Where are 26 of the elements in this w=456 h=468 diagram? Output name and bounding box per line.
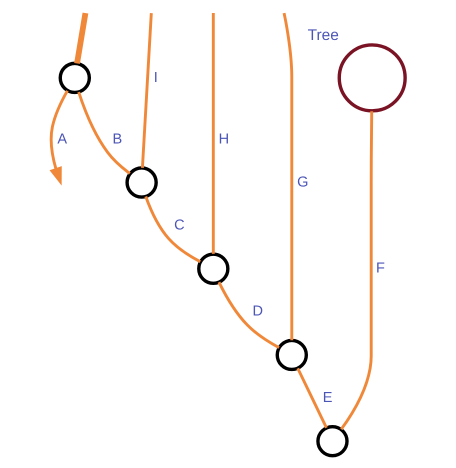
edge-label: F <box>376 260 385 277</box>
connector <box>144 196 201 263</box>
edge-label: D <box>252 304 264 320</box>
edge-label: I <box>154 70 158 86</box>
node-circle <box>197 252 230 285</box>
node-label: Tree <box>308 26 339 44</box>
node-circle <box>58 62 92 94</box>
connector <box>140 13 153 168</box>
connector <box>77 92 131 175</box>
node-circle <box>125 166 158 199</box>
edge-label: H <box>218 131 230 148</box>
connector <box>282 12 294 340</box>
connector <box>340 111 374 430</box>
node-circle <box>338 43 407 113</box>
connector <box>212 13 215 254</box>
node-circle <box>276 338 308 372</box>
arrow <box>50 90 69 186</box>
edge-label: E <box>322 390 332 406</box>
edge-label: G <box>297 174 308 190</box>
edge-label: B <box>112 131 122 148</box>
connector <box>296 368 328 428</box>
connector <box>218 282 280 349</box>
edge-label: A <box>57 131 68 148</box>
node-circle <box>316 424 349 458</box>
edge-label: C <box>174 218 185 234</box>
connector <box>74 12 88 64</box>
